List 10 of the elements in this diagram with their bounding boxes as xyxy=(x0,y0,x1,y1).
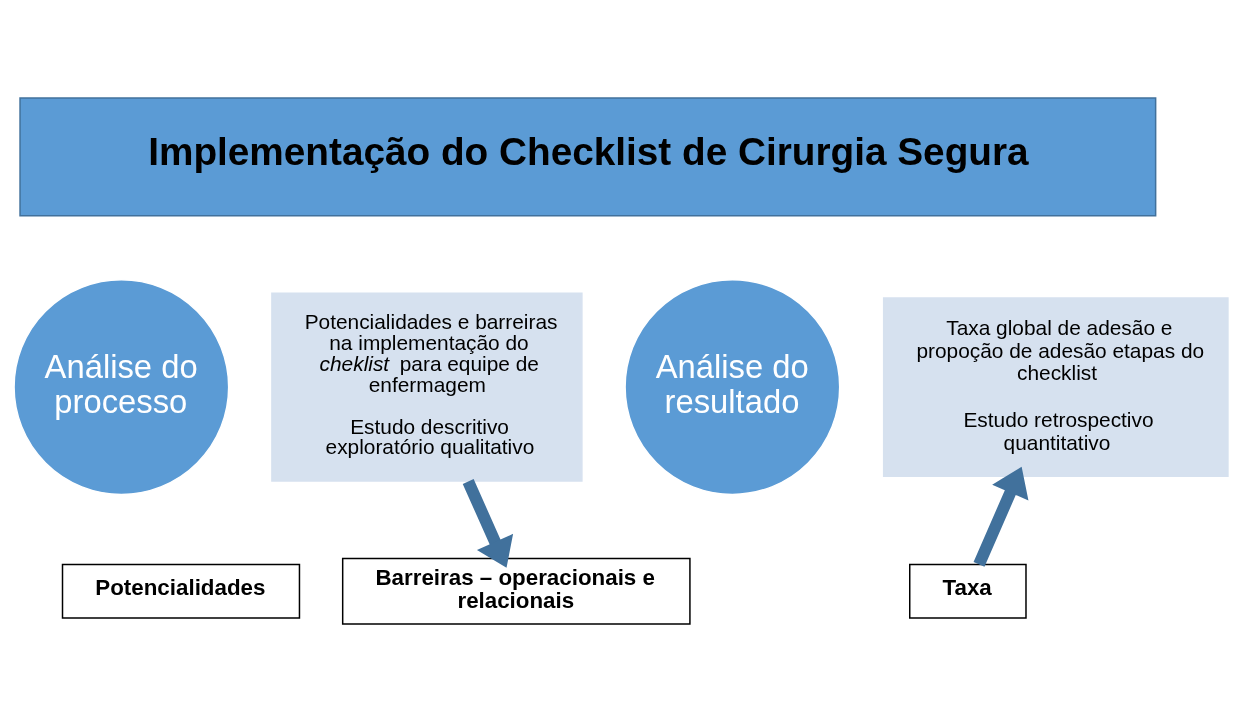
node-box: Taxa xyxy=(909,563,1027,619)
node-box: Taxa global de adesão e propoção de adesão etapas do checklist Estudo retrospectivo quantitativo xyxy=(882,297,1229,477)
node-circle: Análise do processo xyxy=(13,279,230,496)
node-box: Barreiras – operacionais e relacionais xyxy=(341,557,691,625)
node-box: Potencialidades e barreiras na implementação do cheklist para equipe de enfermagem Estudo descritivo exploratório qualitativo xyxy=(271,292,583,482)
node-box: Potencialidades xyxy=(61,563,301,619)
arrow xyxy=(973,466,1029,567)
node-box: Implementação do Checklist de Cirurgia Segura xyxy=(19,97,1157,217)
arrow xyxy=(462,479,514,568)
node-circle: Análise do resultado xyxy=(624,279,841,496)
